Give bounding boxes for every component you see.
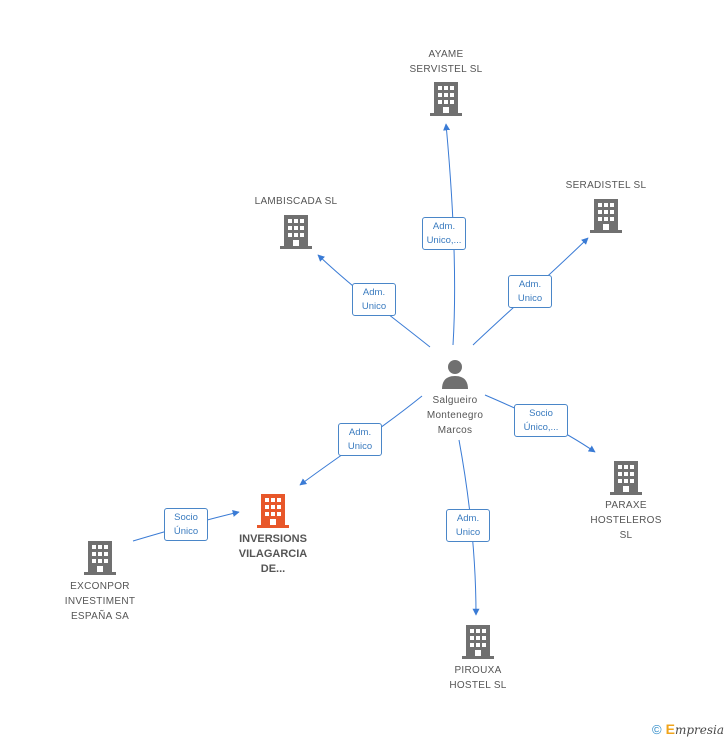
node-label: ESPAÑA SA [70, 611, 130, 622]
edge-label-inversions[interactable]: Adm. Unico [338, 423, 382, 456]
edge-label-line: Unico [517, 293, 543, 304]
node-paraxe[interactable]: PARAXE HOSTELEROS SL [576, 460, 676, 543]
edge-label-exconpor[interactable]: Socio Único [164, 508, 208, 541]
node-ayame[interactable]: AYAME SERVISTEL SL [396, 47, 496, 117]
building-icon [280, 215, 312, 249]
node-label: VILAGARCIA [238, 548, 308, 560]
node-label: LAMBISCADA SL [254, 196, 338, 207]
node-label: Salgueiro [432, 395, 478, 406]
edge-label-line: Unico [361, 301, 387, 312]
edge-label-line: Adm. [362, 287, 386, 298]
node-label: PARAXE [605, 500, 647, 511]
node-seradistel[interactable]: SERADISTEL SL [556, 178, 656, 234]
building-icon [462, 625, 494, 659]
node-label: HOSTELEROS [590, 515, 662, 526]
edge-label-line: Adm. [456, 513, 480, 524]
copyright-symbol: © [652, 722, 662, 737]
node-label: SL [619, 530, 633, 541]
edge-label-pirouxa[interactable]: Adm. Unico [446, 509, 490, 542]
node-label: Montenegro [426, 410, 484, 421]
node-label: Marcos [437, 425, 473, 436]
node-label: PIROUXA [454, 665, 502, 676]
building-icon [610, 461, 642, 495]
edge-label-line: Adm. [348, 427, 372, 438]
building-icon [84, 541, 116, 575]
edge-label-paraxe[interactable]: Socio Único,... [514, 404, 568, 437]
brand-logo-initial: E [665, 721, 675, 737]
node-label: SERVISTEL SL [409, 64, 483, 75]
node-label: AYAME [428, 49, 464, 60]
edge-label-line: Socio [529, 408, 553, 419]
node-center-person[interactable]: Salgueiro Montenegro Marcos [405, 358, 505, 438]
node-exconpor[interactable]: EXCONPOR INVESTIMENT ESPAÑA SA [50, 540, 150, 624]
building-icon [257, 494, 289, 528]
edge-label-line: Único [173, 526, 199, 537]
node-label: EXCONPOR [70, 581, 130, 592]
building-icon [590, 199, 622, 233]
edge-label-line: Unico,... [426, 235, 462, 246]
node-inversions[interactable]: INVERSIONS VILAGARCIA DE... [218, 493, 328, 577]
building-icon [430, 82, 462, 116]
footer-brand[interactable]: ©Empresia [652, 721, 724, 737]
edge-label-line: Socio [174, 512, 198, 523]
node-lambiscada[interactable]: LAMBISCADA SL [246, 194, 346, 250]
node-label: INVESTIMENT [64, 596, 136, 607]
edge-label-line: Adm. [432, 221, 456, 232]
edge-label-ayame[interactable]: Adm. Unico,... [422, 217, 466, 250]
node-label: HOSTEL SL [449, 680, 507, 691]
node-label: DE... [260, 563, 286, 575]
edge-label-line: Unico [347, 441, 373, 452]
edge-label-line: Único,... [523, 422, 559, 433]
brand-name: mpresia [674, 723, 724, 737]
node-pirouxa[interactable]: PIROUXA HOSTEL SL [428, 624, 528, 693]
edge-label-seradistel[interactable]: Adm. Unico [508, 275, 552, 308]
node-label: SERADISTEL SL [565, 180, 647, 191]
person-icon [442, 360, 468, 389]
node-label: INVERSIONS [239, 533, 307, 545]
edge-label-line: Unico [455, 527, 481, 538]
edge-label-line: Adm. [518, 279, 542, 290]
edge-label-lambiscada[interactable]: Adm. Unico [352, 283, 396, 316]
